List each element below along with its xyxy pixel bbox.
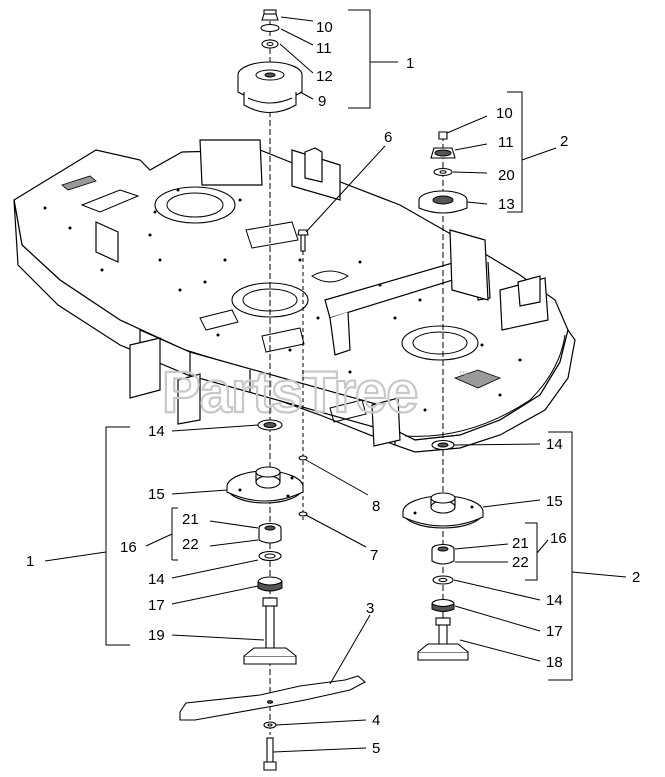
watermark-trademark: ™ xyxy=(458,370,468,381)
callout-10-upper-left: 10 xyxy=(316,19,333,36)
callout-leaders xyxy=(44,9,627,753)
deck-mounting-holes xyxy=(43,188,522,412)
group-label-1-top: 1 xyxy=(406,55,414,72)
callout-labels: 10 11 12 9 1 6 10 11 20 13 2 14 15 21 22… xyxy=(26,19,640,757)
deck-bolt xyxy=(297,229,309,252)
callout-22-right: 22 xyxy=(512,554,529,571)
watermark-text: PartsTree xyxy=(162,360,417,425)
mower-deck-housing xyxy=(13,139,576,453)
callout-11-upper-left: 11 xyxy=(316,40,332,57)
callout-17-right: 17 xyxy=(546,623,563,640)
mower-blade xyxy=(179,675,366,771)
callout-21-left: 21 xyxy=(182,511,199,528)
callout-22-left: 22 xyxy=(182,536,199,553)
callout-4: 4 xyxy=(372,712,380,729)
callout-7: 7 xyxy=(370,547,378,564)
callout-14-right-lower: 14 xyxy=(546,592,563,609)
callout-3: 3 xyxy=(366,600,374,617)
callout-20: 20 xyxy=(498,167,515,184)
callout-11-upper-right: 11 xyxy=(498,134,514,151)
center-spindle-lower-assembly xyxy=(226,419,308,665)
group-label-2-right: 2 xyxy=(632,569,640,586)
group-label-2-top: 2 xyxy=(560,133,568,150)
center-spindle-pulley-assembly xyxy=(237,9,303,114)
callout-12: 12 xyxy=(316,68,333,85)
callout-17-left: 17 xyxy=(148,597,165,614)
callout-18: 18 xyxy=(546,654,563,671)
callout-16-left: 16 xyxy=(120,539,137,556)
callout-8: 8 xyxy=(372,498,380,515)
callout-6: 6 xyxy=(384,129,392,146)
right-spindle-pulley-assembly xyxy=(418,131,468,214)
callout-15-left: 15 xyxy=(148,486,165,503)
right-spindle-lower-assembly xyxy=(402,439,484,661)
callout-10-upper-right: 10 xyxy=(496,105,513,122)
callout-14-right-upper: 14 xyxy=(546,436,563,453)
assembly-centerlines xyxy=(269,12,444,735)
callout-14-left-lower: 14 xyxy=(148,571,165,588)
callout-14-left-upper: 14 xyxy=(148,423,165,440)
watermark: PartsTree ™ xyxy=(161,359,468,426)
callout-9: 9 xyxy=(318,93,326,110)
callout-15-right: 15 xyxy=(546,493,563,510)
callout-21-right: 21 xyxy=(512,535,529,552)
callout-13: 13 xyxy=(498,196,515,213)
callout-5: 5 xyxy=(372,740,380,757)
group-label-1-left: 1 xyxy=(26,553,34,570)
callout-16-right: 16 xyxy=(550,530,567,547)
callout-19: 19 xyxy=(148,627,165,644)
